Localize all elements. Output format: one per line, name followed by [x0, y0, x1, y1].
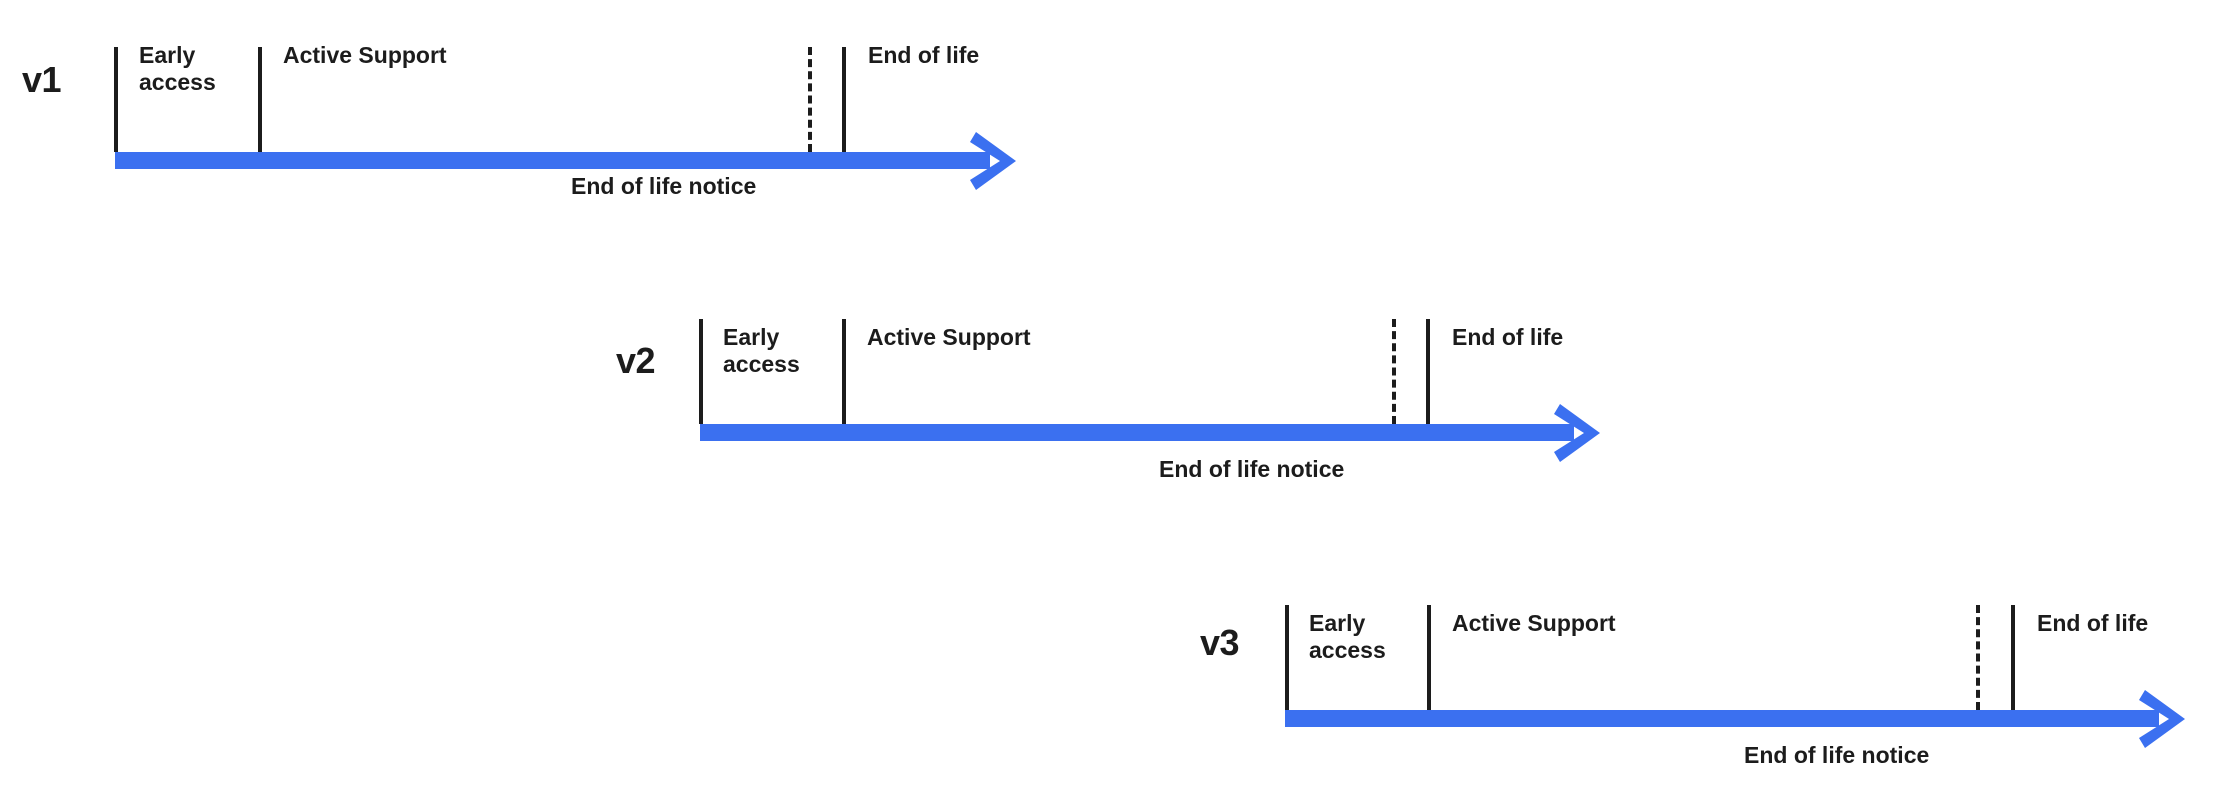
timeline-axis-bar-v2	[700, 424, 1574, 441]
timeline-axis-bar-v3	[1285, 710, 2159, 727]
phase-label-v2-1: Early access	[723, 324, 800, 377]
timeline-axis-arrowhead-v3	[2139, 689, 2185, 748]
phase-divider-v3-3	[2011, 605, 2015, 710]
timeline-axis-bar-v1	[115, 152, 990, 169]
version-label-v3: v3	[1200, 622, 1240, 663]
end-of-life-notice-label-v2: End of life notice	[1159, 456, 1345, 482]
phase-divider-v1-1	[114, 47, 118, 152]
version-label-v1: v1	[22, 59, 62, 100]
phase-label-v3-2: Active Support	[1452, 610, 1616, 636]
phase-label-v1-3: End of life	[868, 42, 980, 68]
timeline-axis-arrowhead-v2	[1554, 403, 1600, 462]
phase-label-v1-2: Active Support	[283, 42, 447, 68]
phase-divider-v2-2	[842, 319, 846, 424]
end-of-life-notice-divider-v3	[1976, 605, 1980, 710]
phase-label-v2-2: Active Support	[867, 324, 1031, 350]
end-of-life-notice-label-v1: End of life notice	[571, 173, 757, 199]
phase-divider-v2-1	[699, 319, 703, 424]
end-of-life-notice-divider-v1	[808, 47, 812, 152]
phase-label-v1-1: Early access	[139, 42, 216, 95]
version-label-v2: v2	[616, 340, 656, 381]
phase-label-v3-3: End of life	[2037, 610, 2149, 636]
end-of-life-notice-divider-v2	[1392, 319, 1396, 424]
phase-divider-v3-2	[1427, 605, 1431, 710]
phase-divider-v1-2	[258, 47, 262, 152]
phase-label-v3-1: Early access	[1309, 610, 1386, 663]
end-of-life-notice-label-v3: End of life notice	[1744, 742, 1930, 768]
phase-divider-v3-1	[1285, 605, 1289, 710]
timeline-axis-arrowhead-v1	[970, 131, 1016, 190]
phase-label-v2-3: End of life	[1452, 324, 1564, 350]
phase-divider-v1-3	[842, 47, 846, 152]
phase-divider-v2-3	[1426, 319, 1430, 424]
